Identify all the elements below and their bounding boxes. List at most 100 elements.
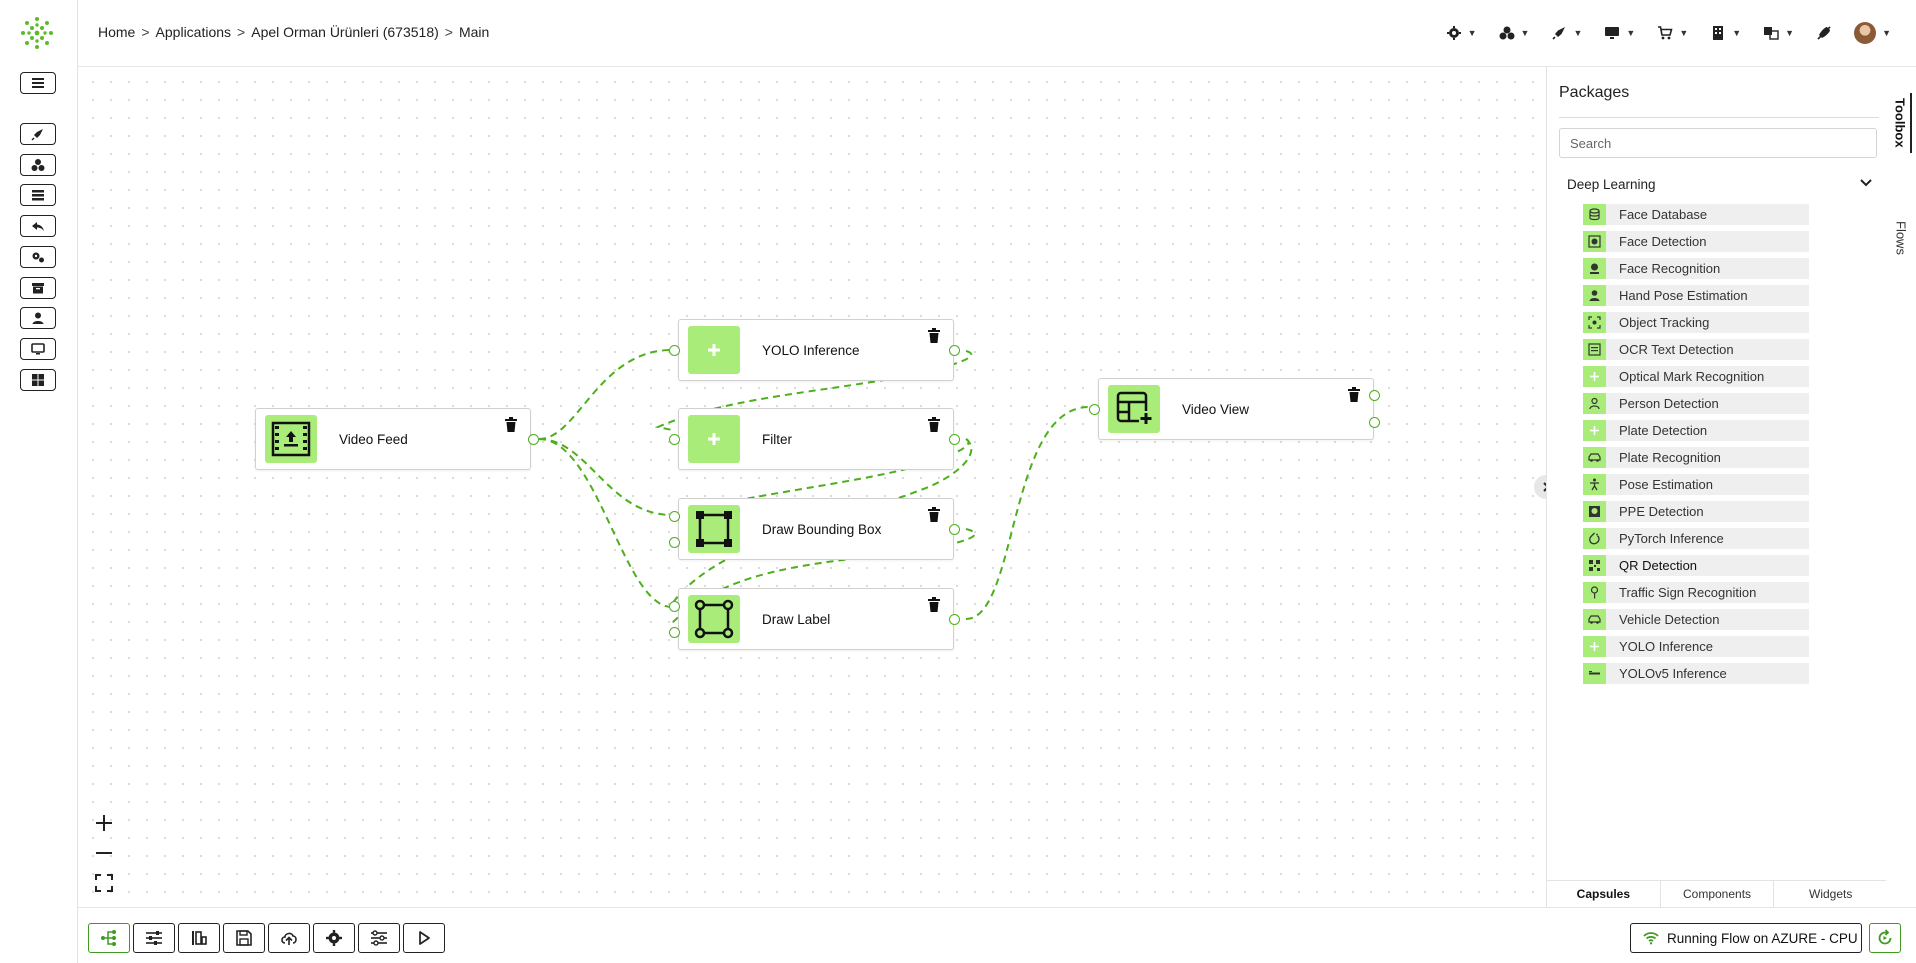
devices-menu[interactable]: ▼ bbox=[1492, 25, 1537, 41]
package-item[interactable]: Plate Recognition bbox=[1583, 447, 1809, 468]
port-input[interactable] bbox=[669, 627, 680, 638]
user-menu[interactable]: ▼ bbox=[1847, 22, 1898, 44]
save-button[interactable] bbox=[223, 923, 265, 953]
tab-capsules[interactable]: Capsules bbox=[1576, 887, 1631, 901]
sidebar-item-dashboard[interactable] bbox=[20, 369, 56, 391]
package-item[interactable]: Face Recognition bbox=[1583, 258, 1809, 279]
tab-flows[interactable]: Flows bbox=[1893, 221, 1909, 255]
port-input[interactable] bbox=[1089, 404, 1100, 415]
marketplace-menu[interactable]: ▼ bbox=[1650, 25, 1695, 41]
package-item[interactable]: YOLO Inference bbox=[1583, 636, 1809, 657]
breadcrumb-applications[interactable]: Applications bbox=[155, 24, 232, 40]
edge-videofeed-drawbox bbox=[538, 438, 673, 516]
port-input[interactable] bbox=[669, 345, 680, 356]
mute-button[interactable] bbox=[1809, 25, 1839, 41]
package-item[interactable]: YOLOv5 Inference bbox=[1583, 663, 1809, 684]
package-label: QR Detection bbox=[1619, 558, 1698, 573]
sidebar-item-monitor[interactable] bbox=[20, 338, 56, 360]
port-input[interactable] bbox=[669, 434, 680, 445]
port-input[interactable] bbox=[669, 601, 680, 612]
port-output[interactable] bbox=[949, 434, 960, 445]
monitor-menu[interactable]: ▼ bbox=[1597, 25, 1642, 41]
package-item[interactable]: Person Detection bbox=[1583, 393, 1809, 414]
trash-icon[interactable] bbox=[1347, 387, 1361, 403]
package-item[interactable]: Face Database bbox=[1583, 204, 1809, 225]
trash-icon[interactable] bbox=[927, 417, 941, 433]
flow-view-button[interactable] bbox=[88, 923, 130, 953]
node-title: YOLO Inference bbox=[762, 343, 860, 358]
sidebar-item-settings[interactable] bbox=[20, 246, 56, 268]
search-input[interactable] bbox=[1559, 128, 1877, 158]
tab-widgets[interactable]: Widgets bbox=[1773, 881, 1887, 907]
properties-button[interactable] bbox=[133, 923, 175, 953]
sidebar-item-undo[interactable] bbox=[20, 215, 56, 237]
package-item[interactable]: Optical Mark Recognition bbox=[1583, 366, 1809, 387]
trash-icon[interactable] bbox=[927, 507, 941, 523]
node-filter[interactable]: Filter bbox=[678, 408, 954, 470]
tab-toolbox[interactable]: Toolbox bbox=[1890, 93, 1912, 153]
package-item[interactable]: Traffic Sign Recognition bbox=[1583, 582, 1809, 603]
package-item[interactable]: Object Tracking bbox=[1583, 312, 1809, 333]
organization-menu[interactable]: ▼ bbox=[1703, 25, 1748, 41]
node-draw-bounding-box[interactable]: Draw Bounding Box bbox=[678, 498, 954, 560]
deploy-menu[interactable]: ▼ bbox=[1544, 25, 1589, 41]
port-output[interactable] bbox=[1369, 417, 1380, 428]
chevron-down-icon: ▼ bbox=[1467, 28, 1477, 38]
breadcrumb-home[interactable]: Home bbox=[98, 24, 136, 40]
restart-button[interactable] bbox=[1869, 923, 1901, 953]
language-menu[interactable]: ▼ bbox=[1756, 25, 1801, 41]
app-logo-icon[interactable] bbox=[20, 16, 54, 50]
settings-button[interactable] bbox=[313, 923, 355, 953]
port-output[interactable] bbox=[949, 345, 960, 356]
configuration-button[interactable] bbox=[358, 923, 400, 953]
package-item[interactable]: Plate Detection bbox=[1583, 420, 1809, 441]
package-item[interactable]: PPE Detection bbox=[1583, 501, 1809, 522]
package-item[interactable]: Hand Pose Estimation bbox=[1583, 285, 1809, 306]
package-item[interactable]: Pose Estimation bbox=[1583, 474, 1809, 495]
node-video-feed[interactable]: Video Feed bbox=[255, 408, 531, 470]
breadcrumb-current: Main bbox=[458, 24, 490, 40]
run-button[interactable] bbox=[403, 923, 445, 953]
grid-icon bbox=[32, 374, 44, 386]
sidebar-item-users[interactable] bbox=[20, 307, 56, 329]
menu-button[interactable] bbox=[20, 72, 56, 94]
upload-button[interactable] bbox=[268, 923, 310, 953]
status-badge[interactable]: Running Flow on AZURE - CPU bbox=[1630, 923, 1862, 953]
node-video-view[interactable]: Video View bbox=[1098, 378, 1374, 440]
package-item[interactable]: QR Detection bbox=[1583, 555, 1809, 576]
port-output[interactable] bbox=[528, 434, 539, 445]
fit-view-button[interactable] bbox=[88, 870, 120, 896]
layout-button[interactable] bbox=[178, 923, 220, 953]
port-output[interactable] bbox=[1369, 390, 1380, 401]
settings-menu[interactable]: ▼ bbox=[1439, 25, 1484, 41]
package-label: YOLO Inference bbox=[1619, 639, 1713, 654]
package-item[interactable]: Face Detection bbox=[1583, 231, 1809, 252]
zoom-out-button[interactable] bbox=[88, 840, 120, 866]
package-item[interactable]: PyTorch Inference bbox=[1583, 528, 1809, 549]
port-input[interactable] bbox=[669, 511, 680, 522]
breadcrumb-application[interactable]: Apel Orman Ürünleri (673518) bbox=[251, 24, 439, 40]
face-recognition-icon bbox=[1590, 263, 1599, 274]
sidebar-item-list[interactable] bbox=[20, 184, 56, 206]
node-yolo-inference[interactable]: YOLO Inference bbox=[678, 319, 954, 381]
status-text: Running Flow on AZURE - CPU bbox=[1667, 930, 1858, 946]
trash-icon[interactable] bbox=[504, 417, 518, 433]
port-output[interactable] bbox=[949, 614, 960, 625]
tab-components[interactable]: Components bbox=[1659, 881, 1774, 907]
zoom-in-button[interactable] bbox=[88, 810, 120, 836]
sidebar-item-archive[interactable] bbox=[20, 277, 56, 299]
trash-icon[interactable] bbox=[927, 597, 941, 613]
flow-canvas[interactable]: Video Feed YOLO Inference Filter Draw Bo… bbox=[78, 67, 1546, 907]
sidebar-item-devices[interactable] bbox=[20, 154, 56, 176]
package-item[interactable]: OCR Text Detection bbox=[1583, 339, 1809, 360]
package-group-header[interactable]: Deep Learning bbox=[1567, 177, 1872, 192]
collapse-panel-button[interactable] bbox=[1534, 475, 1546, 499]
port-output[interactable] bbox=[949, 524, 960, 535]
port-input[interactable] bbox=[669, 537, 680, 548]
package-item[interactable]: Vehicle Detection bbox=[1583, 609, 1809, 630]
avatar bbox=[1854, 22, 1877, 44]
node-draw-label[interactable]: Draw Label bbox=[678, 588, 954, 650]
sidebar-item-deploy[interactable] bbox=[20, 123, 56, 145]
trash-icon[interactable] bbox=[927, 328, 941, 344]
plus-icon bbox=[1590, 642, 1599, 651]
